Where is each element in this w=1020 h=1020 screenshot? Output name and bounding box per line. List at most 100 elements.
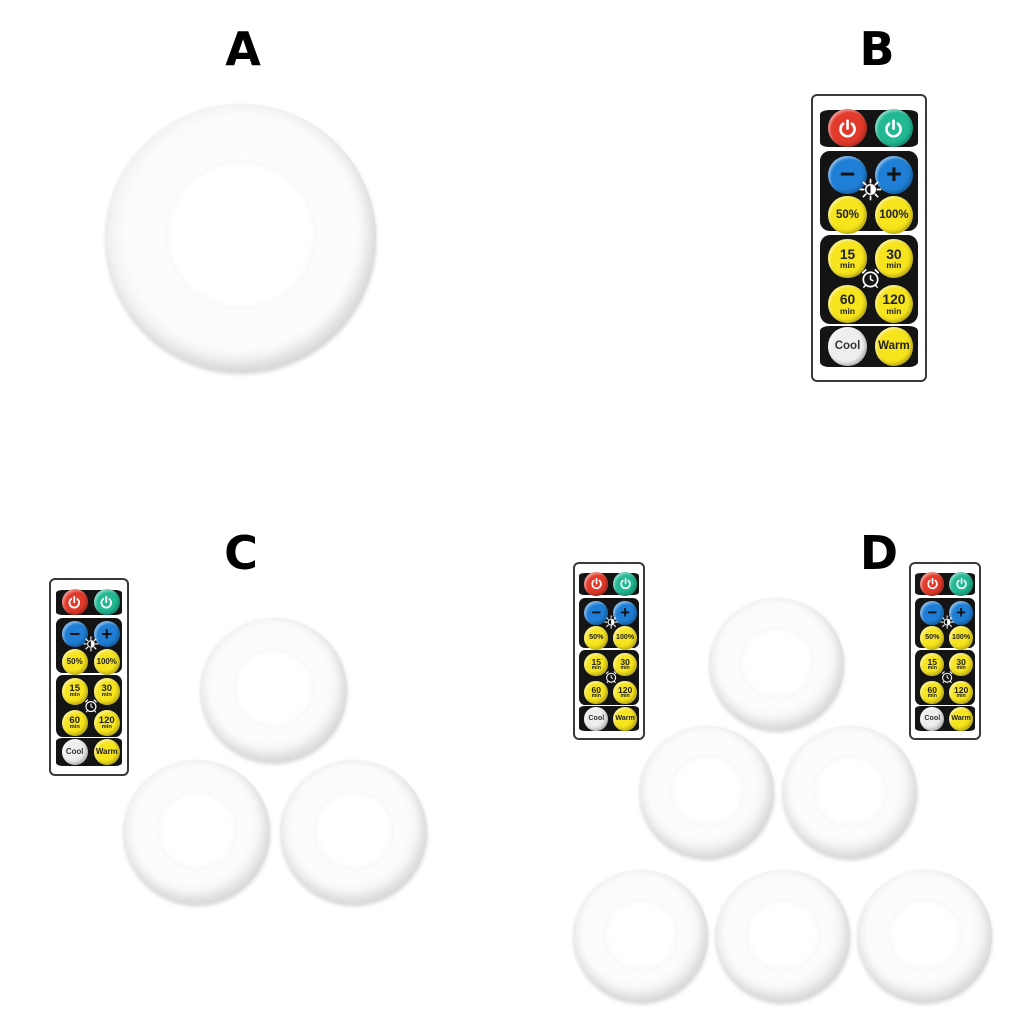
puck-light [640, 726, 774, 858]
cool-button[interactable]: Cool [584, 706, 609, 731]
timer-60-unit: min [591, 693, 601, 700]
brightness-icon [859, 178, 882, 201]
brightness-100-label: 100% [952, 633, 971, 642]
timer-60-value: 60 [839, 292, 856, 308]
warm-label: Warm [878, 340, 910, 353]
panel-label-a: A [225, 22, 261, 76]
alarm-clock-icon [83, 698, 99, 714]
dim-down-button[interactable]: − [920, 600, 945, 625]
timer-120-value: 120 [953, 685, 969, 696]
dim-down-button[interactable]: − [828, 155, 867, 194]
timer-15-value: 15 [591, 656, 602, 667]
timer-15-value: 15 [927, 656, 938, 667]
timer-120-value: 120 [882, 292, 906, 308]
dim-up-button[interactable]: + [93, 620, 120, 648]
power-off-button[interactable] [920, 572, 945, 596]
dim-up-button[interactable]: + [874, 155, 914, 194]
brightness-50-label: 50% [835, 208, 860, 221]
cool-button[interactable]: Cool [828, 327, 867, 366]
dim-up-button[interactable]: + [613, 600, 638, 625]
warm-button[interactable]: Warm [93, 739, 120, 766]
cool-label: Cool [588, 714, 605, 723]
brightness-100-button[interactable]: 100% [93, 648, 120, 676]
brightness-50-button[interactable]: 50% [61, 648, 88, 676]
timer-120-unit: min [620, 693, 630, 700]
brightness-50-button[interactable]: 50% [828, 195, 867, 235]
timer-120-value: 120 [98, 714, 115, 726]
puck-light [710, 598, 844, 730]
power-on-button[interactable] [949, 572, 974, 596]
brightness-50-label: 50% [589, 633, 604, 642]
color-temp-group: Cool Warm [579, 706, 639, 732]
warm-button[interactable]: Warm [613, 706, 638, 731]
alarm-clock-icon [859, 267, 882, 290]
timer-120-unit: min [956, 693, 966, 700]
dim-up-label: + [886, 158, 902, 189]
dimmer-group: −+50% 100% [55, 617, 123, 676]
brightness-50-button[interactable]: 50% [584, 625, 609, 650]
warm-label: Warm [951, 714, 971, 723]
power-on-button[interactable] [93, 588, 120, 616]
timer-15-value: 15 [69, 683, 81, 695]
dim-up-label: + [956, 602, 966, 622]
timer-30-unit: min [956, 665, 966, 671]
warm-button[interactable]: Warm [949, 706, 974, 731]
dim-down-button[interactable]: − [584, 600, 609, 625]
panel-label-d: D [859, 526, 899, 580]
power-off-button[interactable] [584, 572, 609, 596]
timer-60-value: 60 [591, 685, 602, 696]
cool-button[interactable]: Cool [61, 739, 88, 766]
cool-label: Cool [924, 714, 941, 723]
timer-30-unit: min [620, 665, 630, 671]
dim-down-button[interactable]: − [61, 620, 88, 648]
brightness-100-button[interactable]: 100% [613, 625, 638, 650]
power-on-button[interactable] [613, 572, 638, 596]
power-off-button[interactable] [828, 109, 867, 148]
brightness-50-label: 50% [66, 657, 83, 667]
timer-60-value: 60 [69, 714, 81, 726]
cool-button[interactable]: Cool [920, 706, 945, 731]
dim-up-button[interactable]: + [949, 600, 974, 625]
timer-120-value: 120 [617, 685, 633, 696]
dimmer-group: −+50% 100% [915, 597, 975, 650]
timer-15-unit: min [69, 692, 80, 699]
warm-button[interactable]: Warm [874, 327, 914, 366]
brightness-100-button[interactable]: 100% [874, 195, 914, 235]
dim-down-label: − [591, 602, 602, 622]
power-off-button[interactable] [61, 588, 88, 616]
warm-label: Warm [615, 714, 635, 723]
timer-15-value: 15 [839, 246, 856, 262]
brightness-100-button[interactable]: 100% [949, 625, 974, 650]
power-on-button[interactable] [874, 109, 914, 148]
brightness-50-button[interactable]: 50% [920, 625, 945, 650]
color-temp-group: Cool Warm [915, 706, 975, 732]
